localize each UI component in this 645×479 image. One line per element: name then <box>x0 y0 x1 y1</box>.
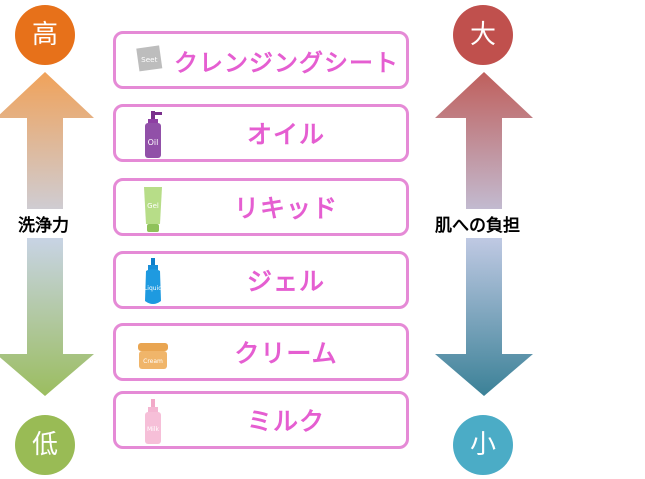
item-cream: Cream クリーム <box>113 323 409 381</box>
item-cleansing-sheet: Seet クレンジングシート <box>113 31 409 89</box>
item-oil: Oil オイル <box>113 104 409 162</box>
skin-burden-label: 肌への負担 <box>434 209 521 238</box>
liquid-bottle-icon: Liquid <box>144 258 162 304</box>
sheet-icon: Seet <box>136 45 163 72</box>
cream-jar-icon: Cream <box>138 343 168 369</box>
item-label: オイル <box>246 120 325 149</box>
item-label: ミルク <box>246 407 325 436</box>
milk-icon-text: Milk <box>147 426 160 433</box>
item-milk: Milk ミルク <box>113 391 409 449</box>
high-circle: 高 <box>15 5 75 65</box>
small-circle: 小 <box>453 415 513 475</box>
item-label: クリーム <box>234 339 338 368</box>
milk-bottle-icon: Milk <box>145 399 161 444</box>
low-circle: 低 <box>15 415 75 475</box>
cream-icon-text: Cream <box>143 358 163 365</box>
gel-icon-text: Gel <box>147 202 159 210</box>
item-liquid: Gel リキッド <box>113 178 409 236</box>
item-label: クレンジングシート <box>174 48 399 77</box>
item-label: ジェル <box>246 267 325 296</box>
item-label: リキッド <box>233 194 338 223</box>
gel-tube-icon: Gel <box>144 187 162 232</box>
liquid-icon-text: Liquid <box>144 285 162 292</box>
sheet-icon-text: Seet <box>141 55 157 64</box>
cleansing-power-label: 洗浄力 <box>17 209 70 238</box>
oil-icon-text: Oil <box>148 138 159 147</box>
item-gel: Liquid ジェル <box>113 251 409 309</box>
large-circle: 大 <box>453 5 513 65</box>
oil-bottle-icon: Oil <box>145 111 162 158</box>
